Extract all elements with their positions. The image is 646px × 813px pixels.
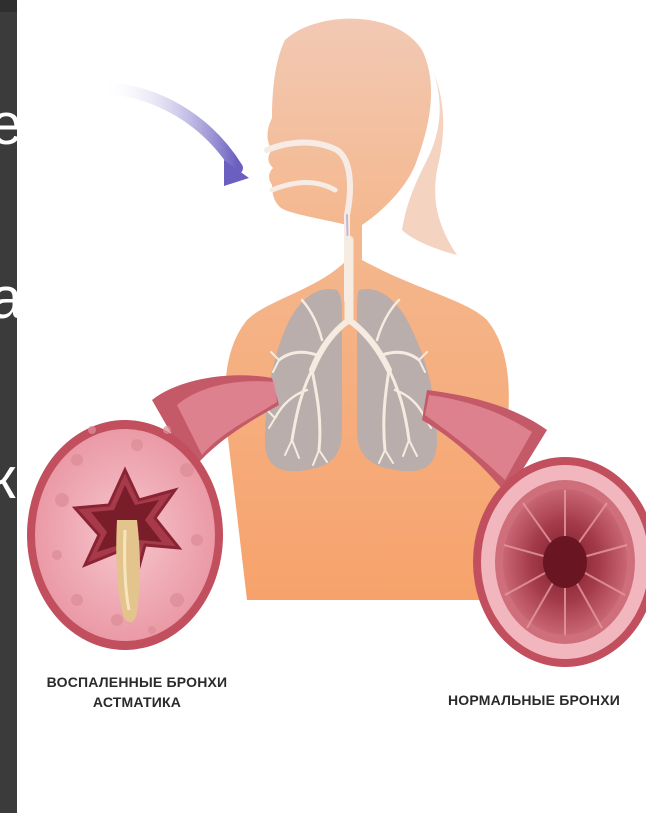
caption-inflamed-bronchi: ВОСПАЛЕННЫЕ БРОНХИ АСТМАТИКА	[17, 672, 257, 712]
inflamed-bronchus-cross-section	[27, 420, 223, 650]
caption-inflamed-line-2: АСТМАТИКА	[17, 692, 257, 712]
caption-inflamed-line-1: ВОСПАЛЕННЫЕ БРОНХИ	[17, 672, 257, 692]
illustration-panel: ВОСПАЛЕННЫЕ БРОНХИ АСТМАТИКА НОРМАЛЬНЫЕ …	[17, 0, 646, 813]
arrow-icon	[102, 88, 249, 186]
caption-normal-bronchi: НОРМАЛЬНЫЕ БРОНХИ	[422, 690, 646, 710]
